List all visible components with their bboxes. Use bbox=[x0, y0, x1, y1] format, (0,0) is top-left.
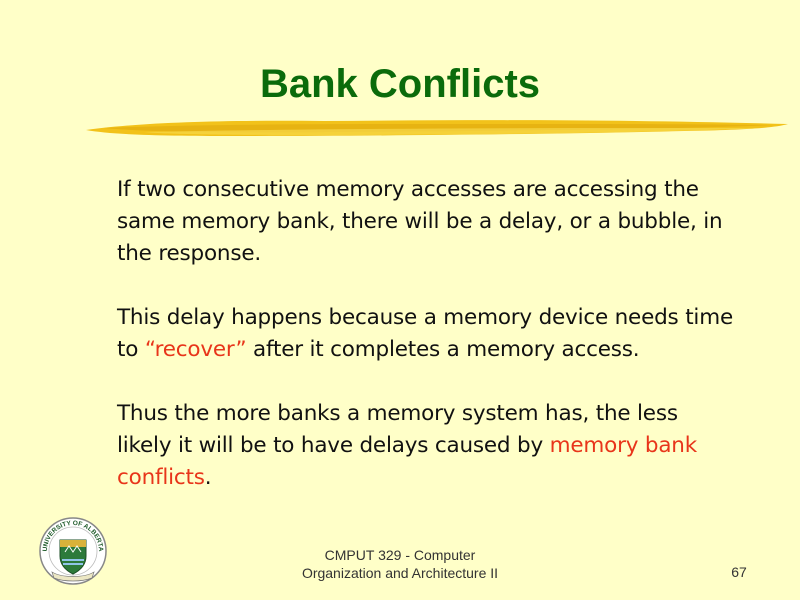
paragraph-text: This delay happens because a memory devi… bbox=[117, 305, 733, 362]
course-footer: CMPUT 329 - Computer Organization and Ar… bbox=[250, 546, 550, 582]
paragraph-text: If two consecutive memory accesses are a… bbox=[117, 177, 723, 266]
university-logo: UNIVERSITY OF ALBERTA bbox=[39, 517, 107, 585]
paragraph: If two consecutive memory accesses are a… bbox=[117, 174, 737, 270]
paragraph: Thus the more banks a memory system has,… bbox=[117, 398, 737, 494]
slide-body: If two consecutive memory accesses are a… bbox=[117, 174, 737, 494]
slide-title: Bank Conflicts bbox=[259, 62, 541, 106]
paragraph-text: Thus the more banks a memory system has,… bbox=[117, 401, 678, 458]
course-footer-line: Organization and Architecture II bbox=[301, 565, 499, 581]
course-footer-line: CMPUT 329 - Computer bbox=[324, 547, 476, 563]
title-brush-underline bbox=[86, 120, 788, 136]
page-number: 67 bbox=[731, 564, 747, 580]
highlighted-term: memory bank conflicts bbox=[117, 433, 697, 490]
paragraph-text: after it completes a memory access. bbox=[246, 337, 640, 362]
paragraph-text: . bbox=[204, 465, 212, 490]
paragraph: This delay happens because a memory devi… bbox=[117, 302, 737, 366]
highlighted-term: “recover” bbox=[144, 337, 247, 362]
